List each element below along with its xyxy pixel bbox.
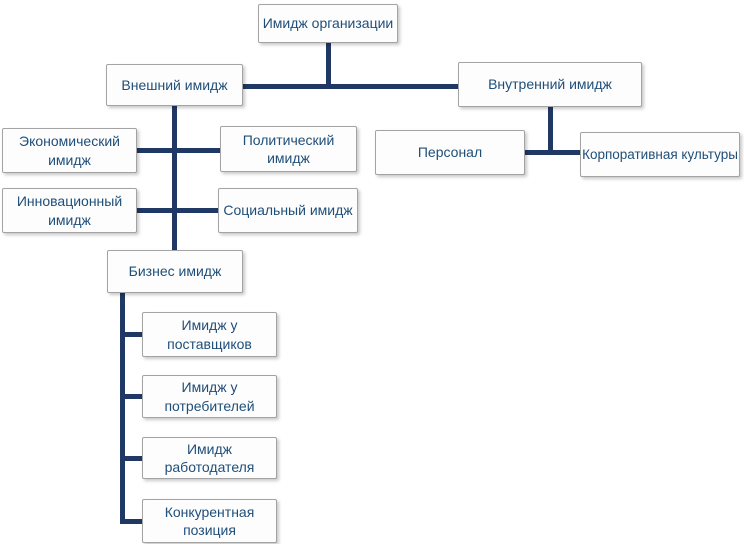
connector-economic-political: [137, 148, 220, 153]
connector-stub-suppliers: [120, 332, 142, 337]
connector-personnel-corporate: [525, 150, 580, 155]
node-competitive-position: Конкурентная позиция: [142, 499, 277, 543]
connector-external-vertical: [172, 106, 177, 252]
node-consumers-image: Имидж у потребителей: [142, 375, 277, 418]
node-personnel: Персонал: [375, 130, 525, 175]
connector-external-internal: [243, 84, 458, 89]
node-social-image: Социальный имидж: [218, 188, 358, 233]
node-employer-image: Имидж работодателя: [142, 437, 277, 479]
connector-stub-employer: [120, 456, 142, 461]
connector-innovation-social: [137, 208, 220, 213]
node-suppliers-image: Имидж у поставщиков: [142, 312, 277, 357]
connector-internal-vertical: [548, 107, 553, 155]
node-business-image: Бизнес имидж: [107, 250, 243, 293]
connector-stub-consumers: [120, 394, 142, 399]
node-economic-image: Экономический имидж: [2, 128, 137, 173]
node-political-image: Политический имидж: [220, 126, 357, 172]
node-innovation-image: Инновационный имидж: [2, 188, 137, 233]
connector-business-vertical: [120, 293, 125, 524]
node-internal-image: Внутренний имидж: [458, 62, 642, 107]
node-organization-image: Имидж организации: [258, 4, 398, 43]
node-external-image: Внешний имидж: [106, 64, 243, 106]
connector-org-vertical: [326, 43, 331, 89]
connector-stub-competitive: [120, 519, 142, 524]
node-corporate-culture: Корпоративная культуры: [580, 132, 740, 177]
